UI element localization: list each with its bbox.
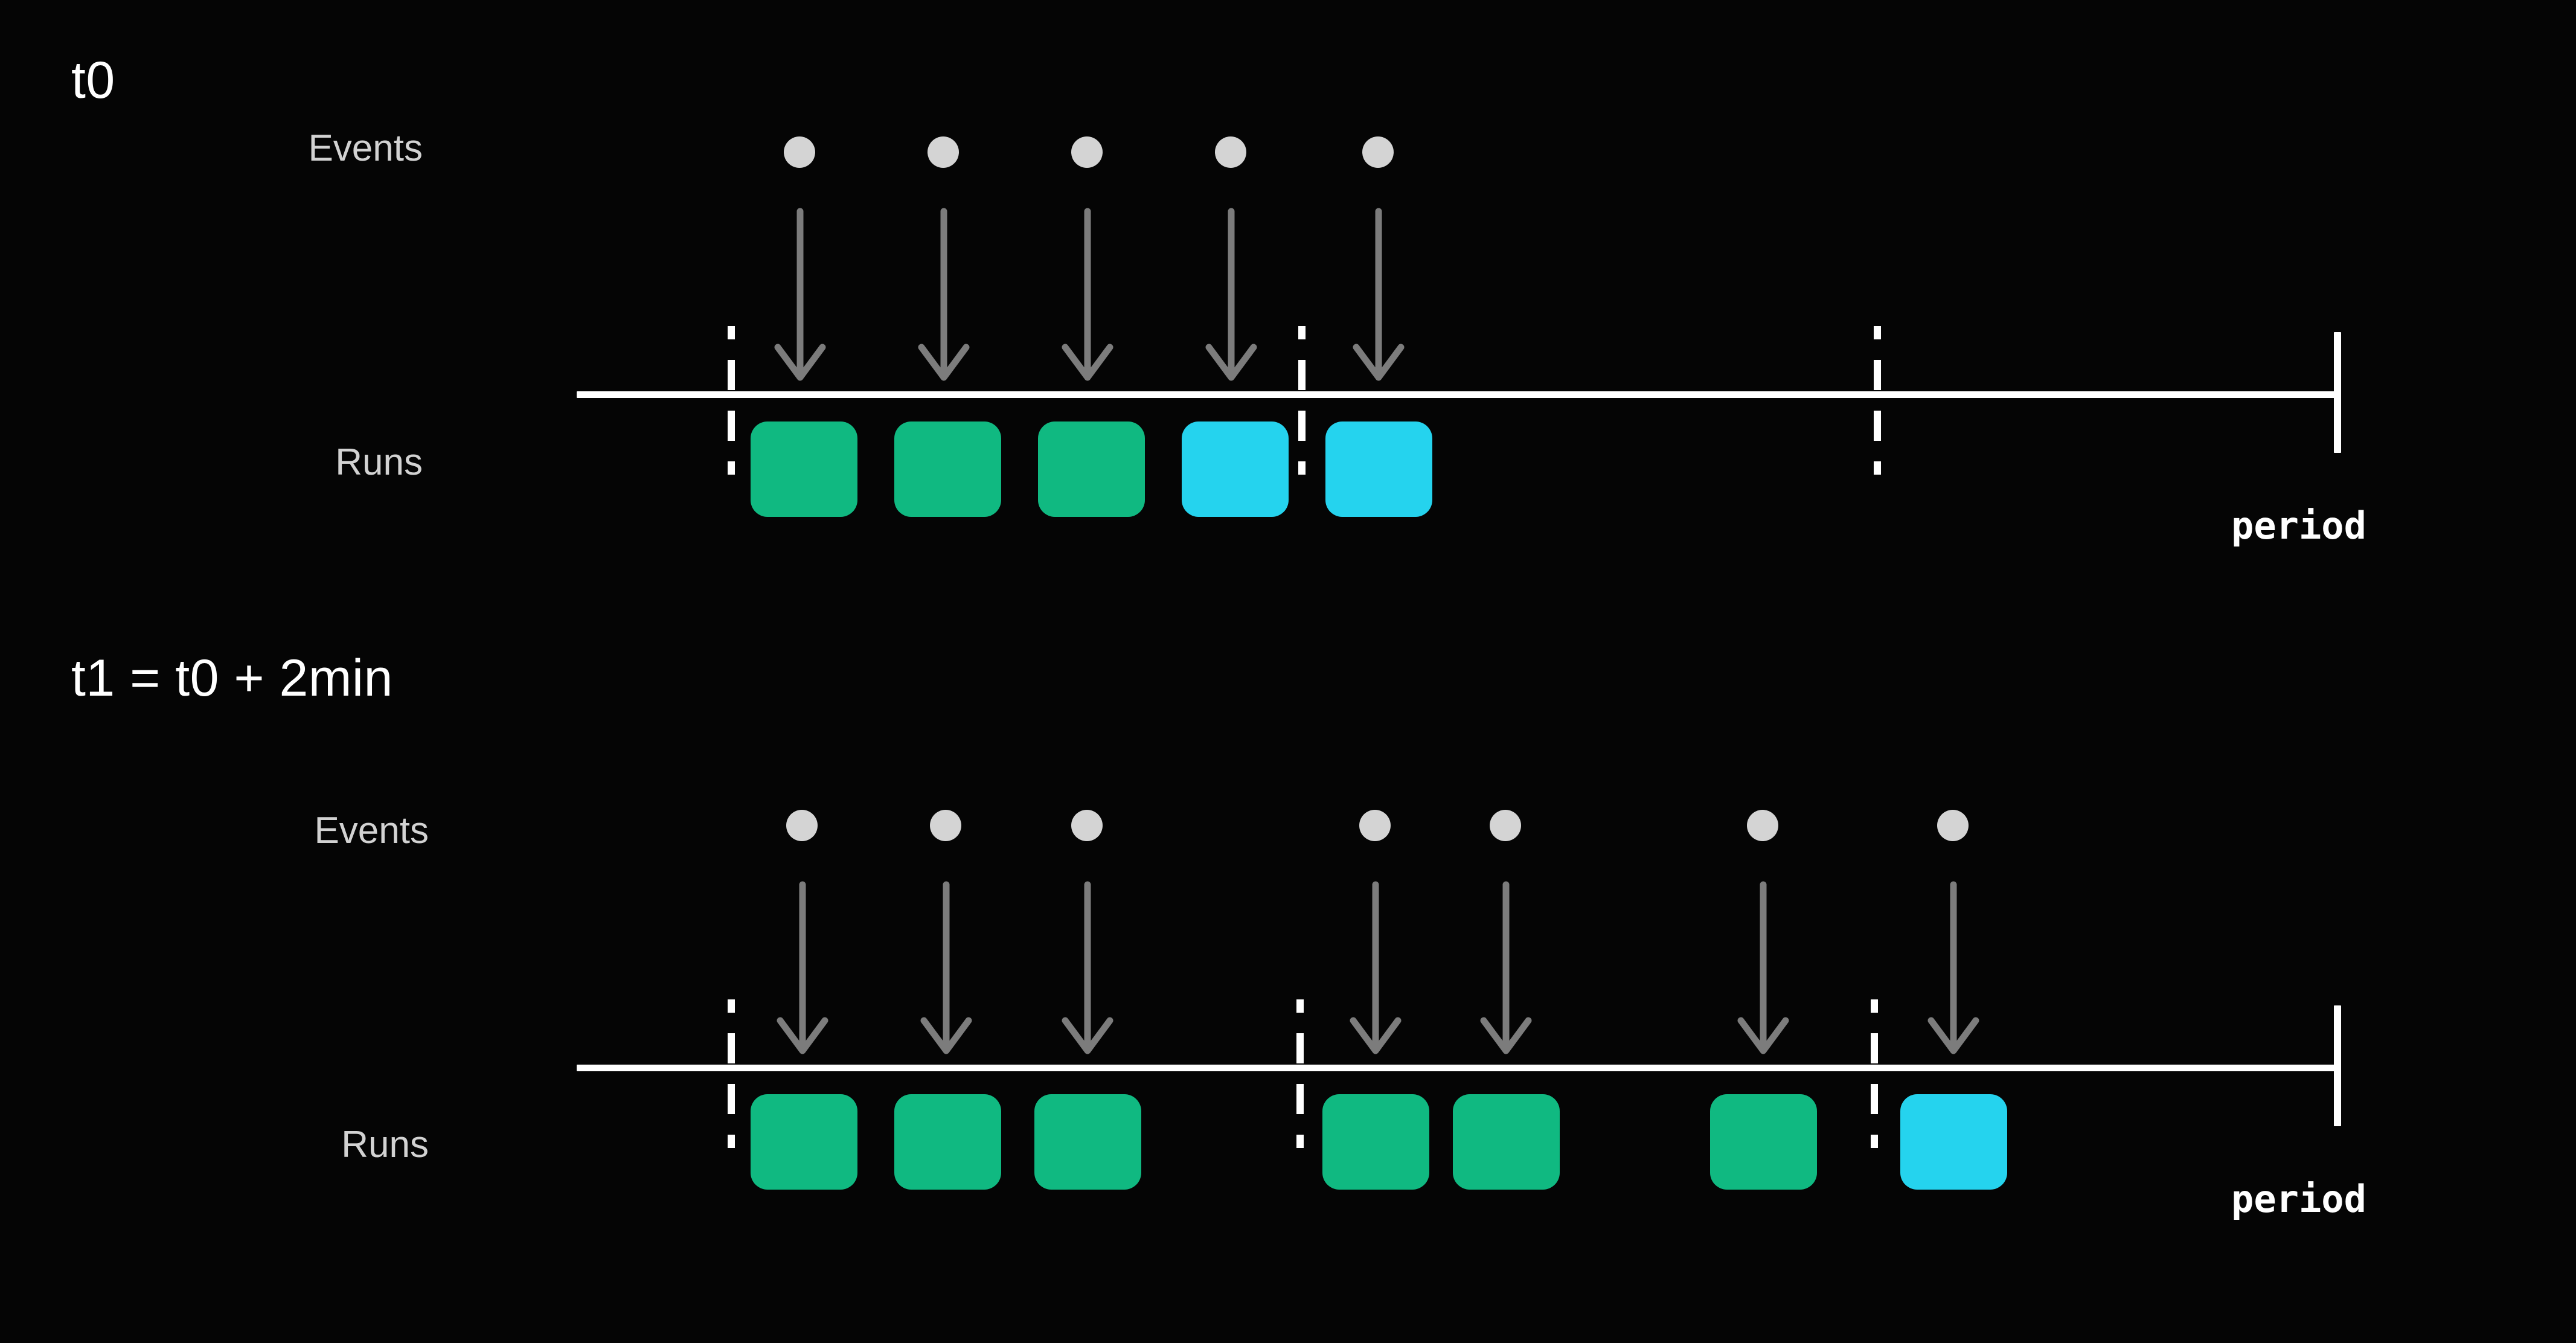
event-dot [784, 136, 815, 168]
period-label-t1: period [2231, 1177, 2366, 1221]
run-box [894, 421, 1001, 517]
run-box [1453, 1094, 1560, 1190]
event-dot [1937, 810, 1969, 841]
event-arrow [1350, 881, 1402, 1054]
event-arrow [774, 208, 826, 381]
run-box [1325, 421, 1432, 517]
event-dot [1215, 136, 1246, 168]
event-arrow [1062, 881, 1113, 1054]
boundary-marker-1-t1 [728, 999, 735, 1148]
event-dot [928, 136, 959, 168]
boundary-marker-3-t0 [1874, 326, 1881, 475]
boundary-marker-1-t0 [728, 326, 735, 475]
period-label-t0: period [2231, 504, 2366, 548]
event-dot [786, 810, 818, 841]
run-box [1710, 1094, 1817, 1190]
time-label-t0: t0 [71, 51, 115, 109]
event-arrow [1737, 881, 1789, 1054]
events-row-label-t1: Events [314, 810, 429, 851]
event-dot [1747, 810, 1778, 841]
timeline-endcap-t1 [2334, 1005, 2341, 1126]
run-box [751, 421, 857, 517]
event-arrow [1062, 208, 1113, 381]
run-box [1034, 1094, 1141, 1190]
event-arrow [918, 208, 970, 381]
event-dot [1359, 810, 1391, 841]
event-arrow [1480, 881, 1532, 1054]
run-box [1900, 1094, 2007, 1190]
event-arrow [1205, 208, 1257, 381]
event-arrow [777, 881, 828, 1054]
event-dot [930, 810, 961, 841]
event-arrow [920, 881, 972, 1054]
run-box [1182, 421, 1289, 517]
run-box [751, 1094, 857, 1190]
event-dot [1362, 136, 1394, 168]
time-label-t1: t1 = t0 + 2min [71, 649, 393, 707]
event-arrow [1927, 881, 1979, 1054]
boundary-marker-3-t1 [1871, 999, 1878, 1148]
event-dot [1490, 810, 1521, 841]
runs-row-label-t1: Runs [341, 1124, 429, 1165]
event-arrow [1353, 208, 1405, 381]
timeline-endcap-t0 [2334, 332, 2341, 453]
runs-row-label-t0: Runs [335, 441, 423, 483]
event-dot [1071, 810, 1103, 841]
events-row-label-t0: Events [308, 127, 423, 169]
event-dot [1071, 136, 1103, 168]
run-box [1322, 1094, 1429, 1190]
timeline-axis-t1 [577, 1065, 2338, 1071]
boundary-marker-2-t1 [1296, 999, 1304, 1148]
run-box [894, 1094, 1001, 1190]
timeline-axis-t0 [577, 391, 2338, 398]
boundary-marker-2-t0 [1298, 326, 1306, 475]
run-box [1038, 421, 1145, 517]
